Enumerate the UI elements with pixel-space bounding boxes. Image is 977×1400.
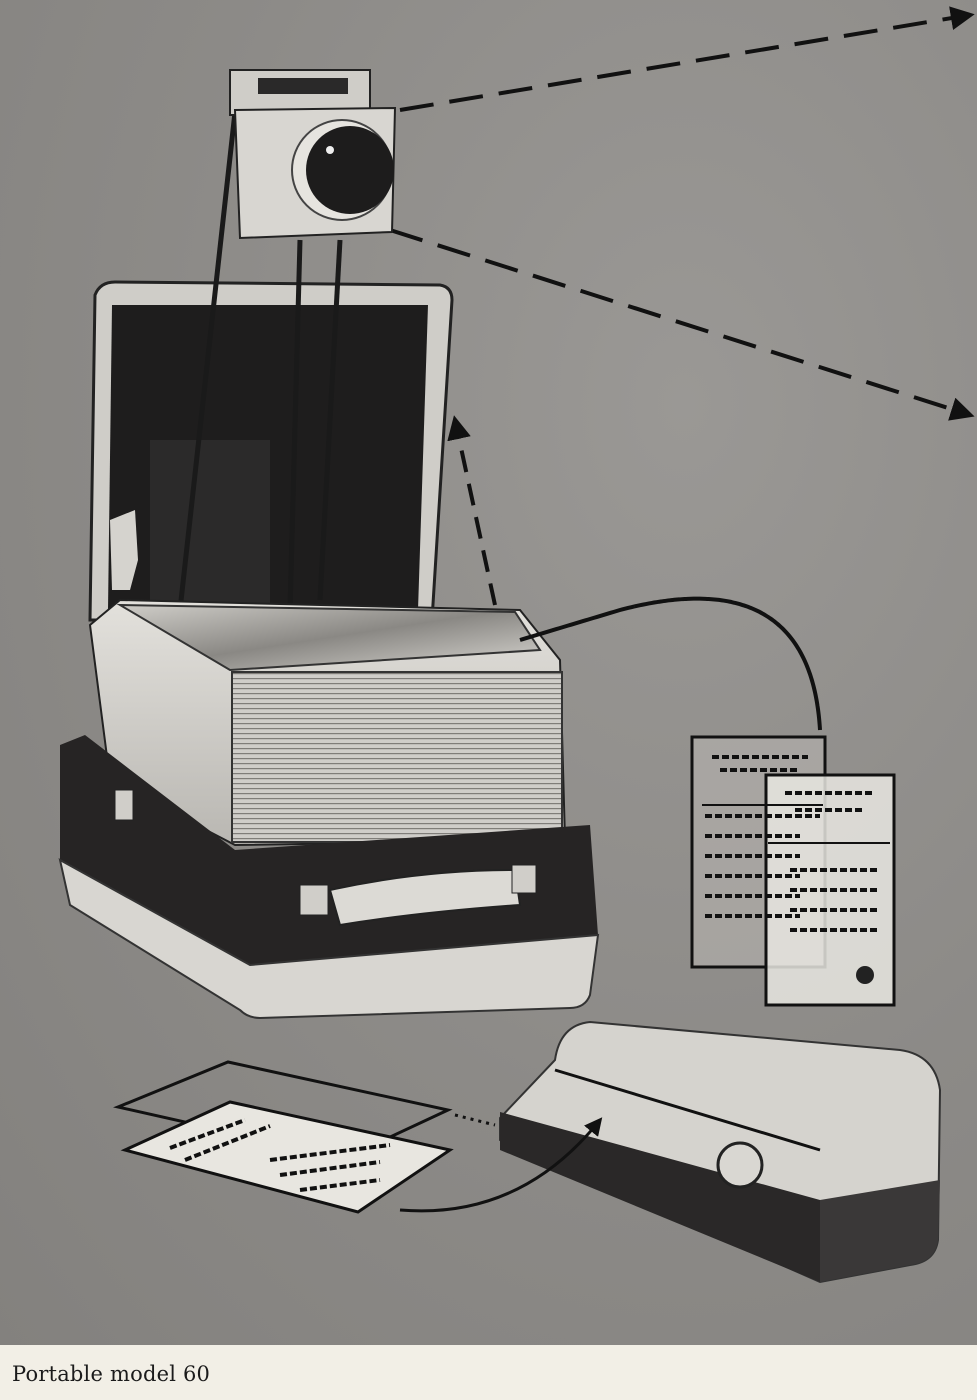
projector-illustration	[58, 6, 975, 1284]
handle-icon	[328, 868, 522, 927]
feed-arrow	[519, 596, 822, 731]
dial-icon	[716, 1141, 764, 1189]
transparency-sheets	[690, 735, 896, 1007]
open-case-lid	[88, 280, 454, 622]
projector-body	[88, 598, 567, 847]
lens-icon	[306, 126, 394, 214]
illustration-plate	[0, 0, 977, 1345]
projection-path-arrows	[389, 6, 975, 421]
caption: Portable model 60	[12, 1362, 211, 1386]
copier-unit	[499, 1020, 942, 1284]
projector-arm	[177, 84, 343, 611]
carrying-case-base	[58, 735, 600, 1020]
projector-head	[229, 69, 397, 240]
lower-transparency-sheets	[113, 1060, 454, 1214]
